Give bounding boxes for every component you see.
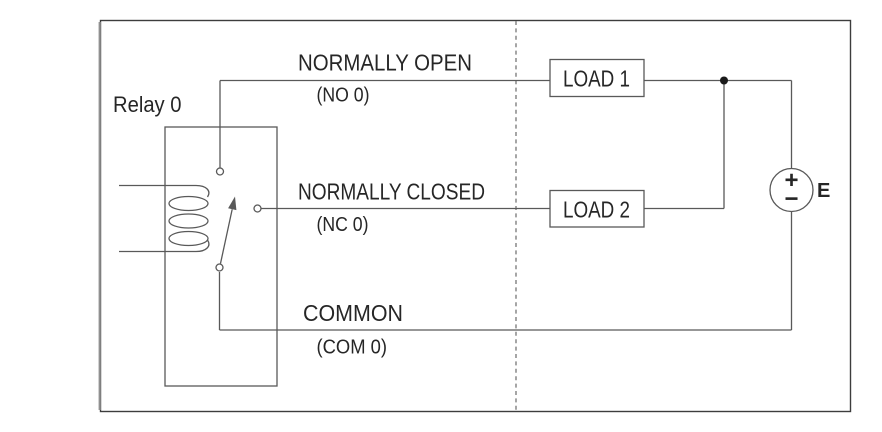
circuit-lines: [119, 58, 814, 387]
source-e-label: E: [817, 180, 830, 202]
coil-loop: [168, 213, 209, 229]
frame-border: [99, 19, 852, 413]
relay-body-box: [164, 126, 278, 387]
com-pin-label: (COM 0): [317, 337, 388, 359]
common-label: COMMON: [303, 300, 403, 326]
armature-arrowhead-icon: [228, 196, 237, 211]
coil-bottom-lead: [119, 239, 210, 253]
outer-frame: [98, 19, 852, 413]
no-pin-label: (NO 0): [317, 85, 370, 107]
diagram-labels: Relay 0 NORMALLY OPEN (NO 0) NORMALLY CL…: [113, 50, 830, 359]
coil-loop: [168, 195, 209, 212]
normally-closed-label: NORMALLY CLOSED: [298, 179, 485, 205]
no-contact-point: [215, 167, 225, 176]
relay-label: Relay 0: [113, 92, 182, 117]
switch-armature: [219, 209, 233, 264]
relay-coil: [119, 184, 210, 253]
nc-pin-label: (NC 0): [317, 214, 369, 236]
source-minus-sign: −: [784, 186, 798, 213]
com-contact-point: [215, 263, 224, 272]
junction-dot: [720, 76, 728, 85]
voltage-source-circle: [769, 167, 814, 213]
source-plus-sign: +: [784, 167, 798, 194]
coil-loop: [168, 230, 209, 247]
load2-box: [549, 189, 645, 228]
nc-contact-point: [253, 204, 262, 213]
normally-open-label: NORMALLY OPEN: [298, 50, 472, 76]
load2-label: LOAD 2: [563, 197, 630, 223]
load1-box: [549, 58, 645, 98]
coil-top-lead: [119, 184, 210, 198]
load1-label: LOAD 1: [563, 66, 630, 92]
